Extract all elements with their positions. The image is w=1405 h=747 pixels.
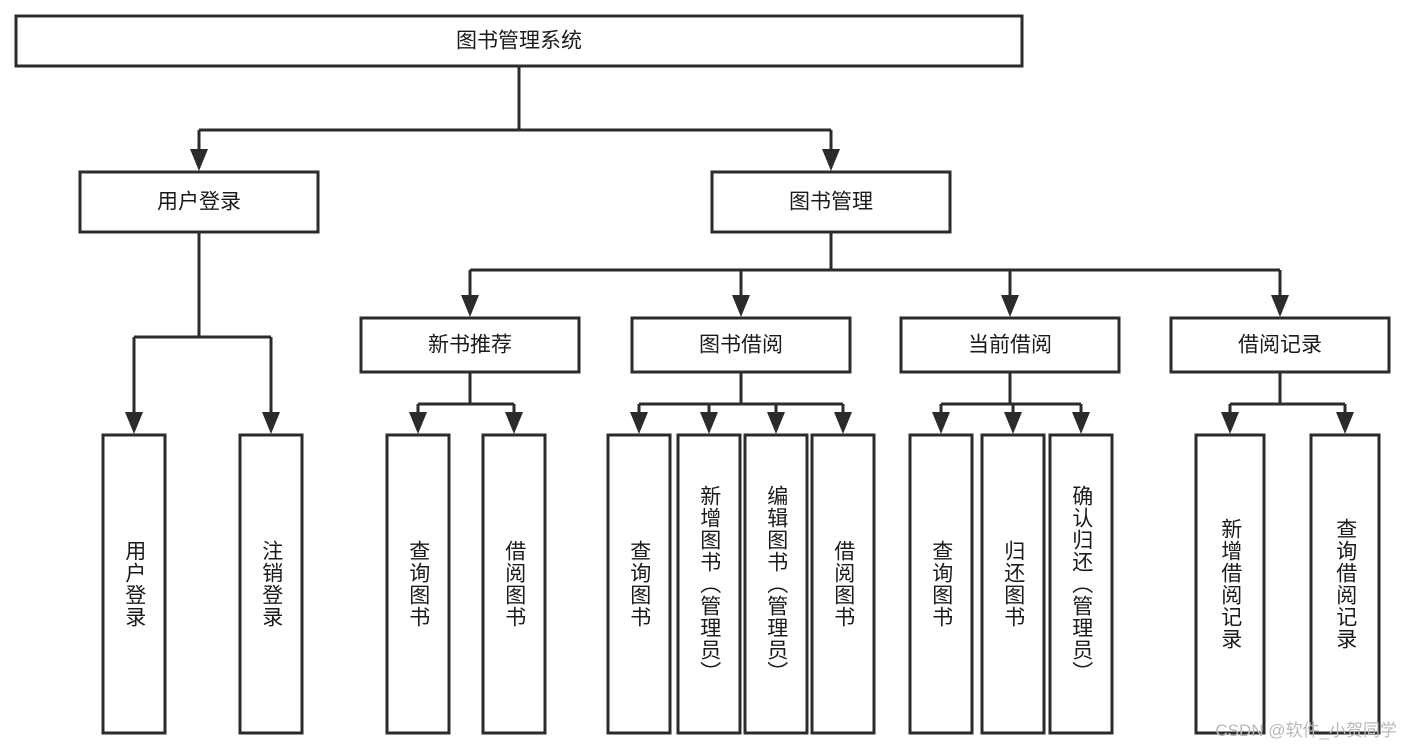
leaf-box-3[interactable] (481, 433, 547, 735)
root-to-level2-arrow-0 (190, 149, 208, 171)
level3-label-0: 新书推荐 (428, 334, 512, 357)
level3-label-2: 当前借阅 (968, 334, 1052, 357)
level2-box-0[interactable] (78, 170, 320, 234)
level2-box-1[interactable] (710, 170, 952, 234)
root-box-0[interactable] (14, 14, 1024, 68)
book-to-groups-arrow-2 (1001, 295, 1019, 317)
group2-to-leaves-arrow-2 (1072, 412, 1090, 434)
level3-label-3: 借阅记录 (1238, 334, 1322, 357)
leaf-box-12[interactable] (1309, 433, 1381, 735)
leaf-box-1[interactable] (238, 433, 304, 735)
leaf-box-5[interactable] (676, 433, 742, 735)
group2-to-leaves-arrow-0 (932, 412, 950, 434)
leaf-box-9[interactable] (980, 433, 1046, 735)
group0-to-leaves-arrow-0 (409, 412, 427, 434)
root-label-0: 图书管理系统 (456, 30, 582, 53)
group3-to-leaves-arrow-0 (1221, 412, 1239, 434)
leaf-box-2[interactable] (385, 433, 451, 735)
book-to-groups-arrow-0 (461, 295, 479, 317)
box-layer (14, 14, 1391, 735)
level3-label-1: 图书借阅 (699, 334, 783, 357)
leaf-box-11[interactable] (1194, 433, 1266, 735)
level2-label-1: 图书管理 (789, 191, 873, 214)
group2-to-leaves-arrow-1 (1004, 412, 1022, 434)
group0-to-leaves-arrow-1 (505, 412, 523, 434)
group1-to-leaves-arrow-0 (630, 412, 648, 434)
leaf-box-0[interactable] (101, 433, 167, 735)
level2-label-0: 用户登录 (157, 191, 241, 214)
csdn-watermark: CSDN @软件_小贺同学 (1215, 721, 1397, 740)
user-to-leaves-arrow-1 (262, 412, 280, 434)
level3-box-2[interactable] (899, 316, 1121, 374)
book-to-groups-arrow-1 (732, 295, 750, 317)
book-to-groups-arrow-3 (1271, 295, 1289, 317)
connector-layer (125, 66, 1354, 434)
user-to-leaves-arrow-0 (125, 412, 143, 434)
level3-box-3[interactable] (1169, 316, 1391, 374)
group1-to-leaves-arrow-3 (834, 412, 852, 434)
group1-to-leaves-arrow-2 (767, 412, 785, 434)
root-to-level2-arrow-1 (822, 149, 840, 171)
leaf-box-8[interactable] (908, 433, 974, 735)
leaf-box-10[interactable] (1048, 433, 1114, 735)
group1-to-leaves-arrow-1 (700, 412, 718, 434)
leaf-box-4[interactable] (606, 433, 672, 735)
group3-to-leaves-arrow-1 (1336, 412, 1354, 434)
leaf-box-7[interactable] (810, 433, 876, 735)
level3-box-0[interactable] (359, 316, 581, 374)
leaf-box-6[interactable] (743, 433, 809, 735)
level3-box-1[interactable] (630, 316, 852, 374)
